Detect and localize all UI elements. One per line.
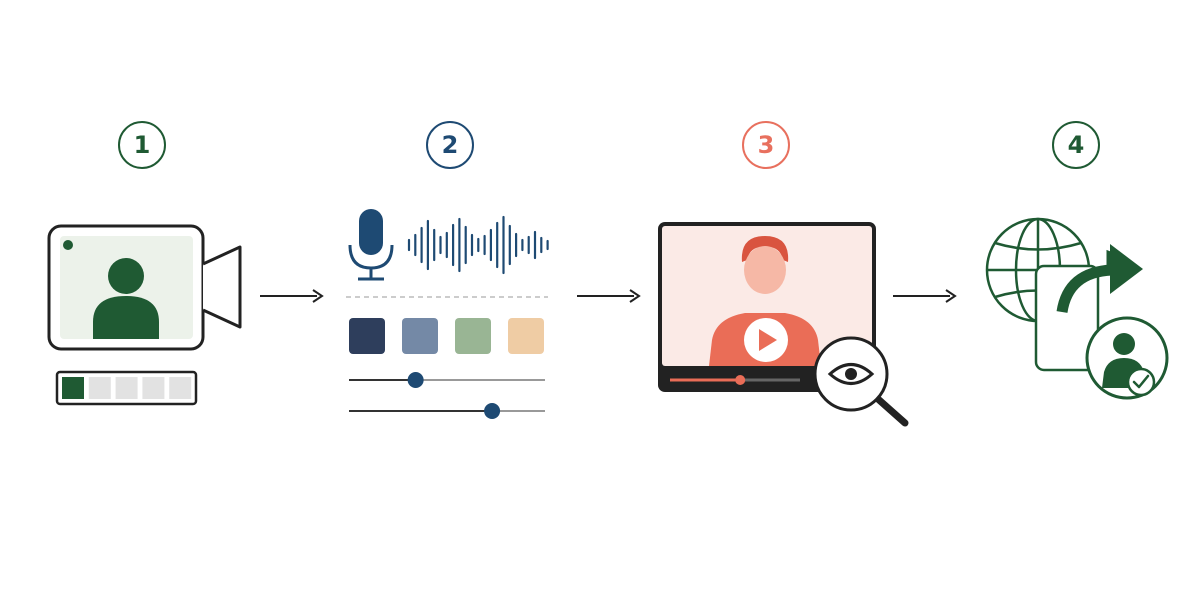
video-player-icon [658, 222, 876, 392]
step-4-badge: 4 [1052, 121, 1100, 169]
verified-user-icon [1085, 316, 1169, 400]
progress-segment-empty [115, 377, 138, 399]
arrow-right-icon [893, 289, 957, 303]
arrow-right-icon [260, 289, 324, 303]
video-timeline [670, 375, 800, 385]
color-swatch[interactable] [349, 318, 385, 354]
progress-segment-empty [142, 377, 165, 399]
upload-progress-bar [55, 370, 198, 406]
slider-knob[interactable] [407, 372, 424, 388]
step-1-number: 1 [133, 131, 151, 159]
user-profile-icon [93, 258, 159, 339]
step-3-badge: 3 [742, 121, 790, 169]
step-3-number: 3 [757, 131, 775, 159]
video-camera-icon [47, 224, 242, 351]
sound-waveform-icon [407, 215, 549, 275]
step-1-badge: 1 [118, 121, 166, 169]
step-2-badge: 2 [426, 121, 474, 169]
slider-knob[interactable] [484, 403, 501, 419]
progress-segment-empty [88, 377, 111, 399]
progress-segment-empty [169, 377, 192, 399]
magnifier-eye-icon [813, 336, 909, 427]
color-swatch[interactable] [455, 318, 491, 354]
device-card [1034, 264, 1100, 372]
step-4-number: 4 [1067, 131, 1085, 159]
color-swatch[interactable] [402, 318, 438, 354]
share-arrow-icon [1056, 244, 1143, 314]
audio-sliders [349, 372, 545, 419]
step-2-number: 2 [441, 131, 459, 159]
play-button-icon[interactable] [744, 318, 788, 362]
color-palette [349, 318, 544, 354]
arrow-right-icon [577, 289, 641, 303]
microphone-icon [348, 209, 394, 281]
progress-segment-filled [62, 377, 84, 399]
color-swatch[interactable] [508, 318, 544, 354]
